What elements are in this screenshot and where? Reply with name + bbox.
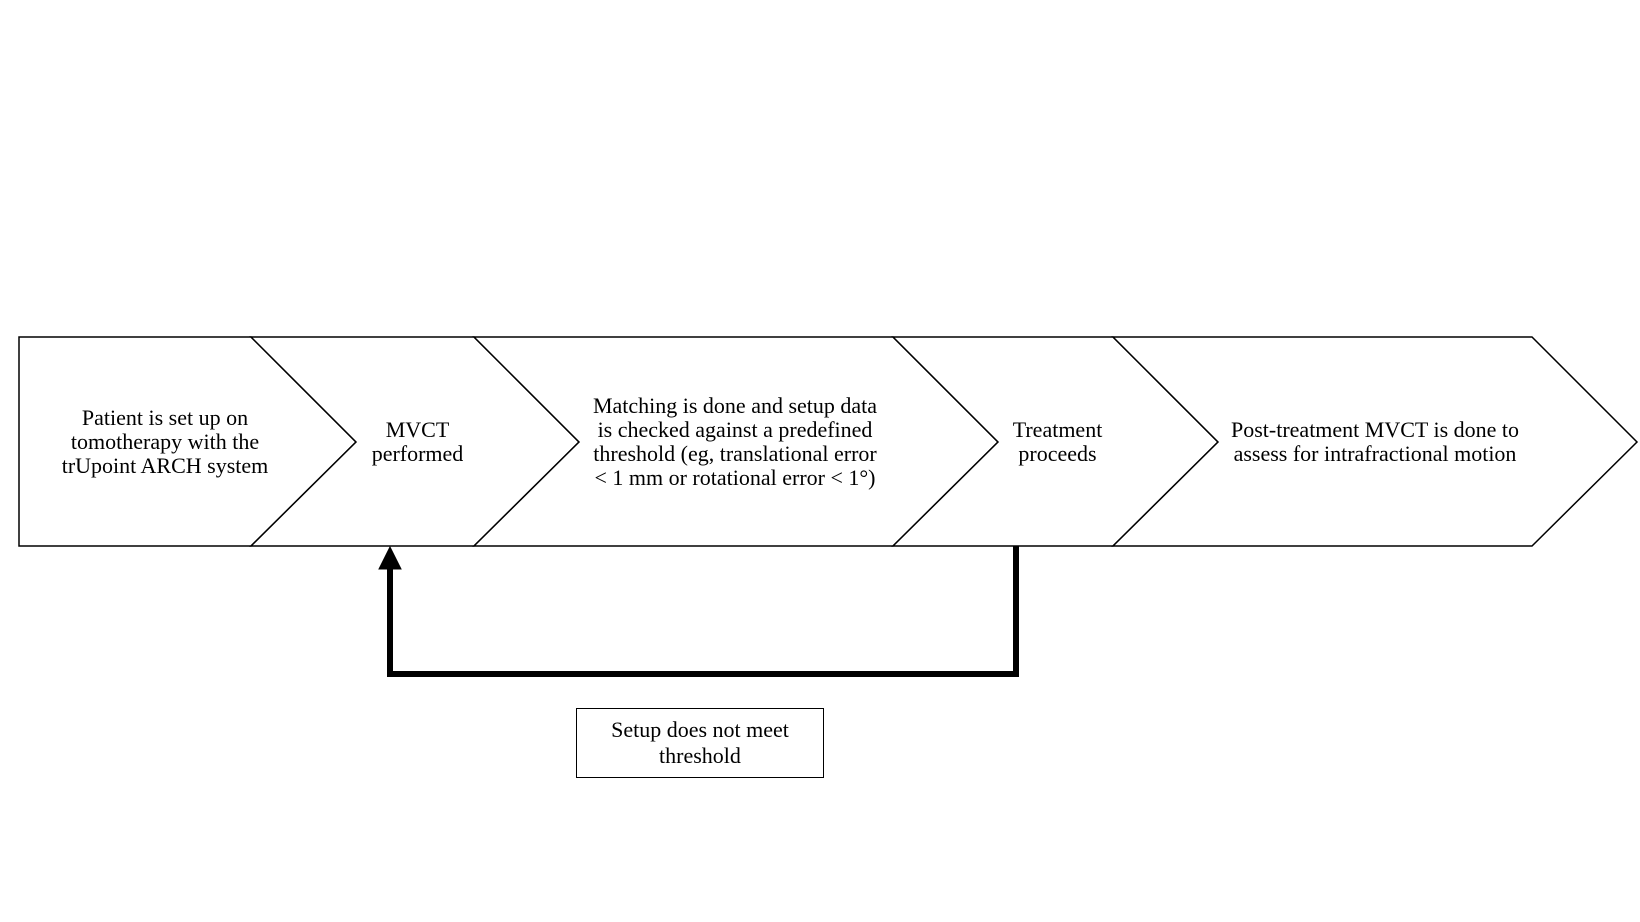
step-label-post-mvct: Post-treatment MVCT is done to assess fo… (1230, 416, 1520, 466)
feedback-condition-text: Setup does not meet threshold (611, 717, 789, 768)
feedback-arrowhead-icon (378, 545, 402, 570)
step-label-matching: Matching is done and setup data is check… (592, 392, 878, 490)
step-label-setup: Patient is set up on tomotherapy with th… (61, 404, 269, 478)
step-label-treatment: Treatment proceeds (1012, 416, 1103, 466)
step-label-mvct: MVCT performed (371, 416, 464, 466)
feedback-condition-label: Setup does not meet threshold (576, 708, 824, 778)
feedback-arrow (387, 546, 1019, 677)
step-shape-post-mvct (1111, 336, 1639, 547)
